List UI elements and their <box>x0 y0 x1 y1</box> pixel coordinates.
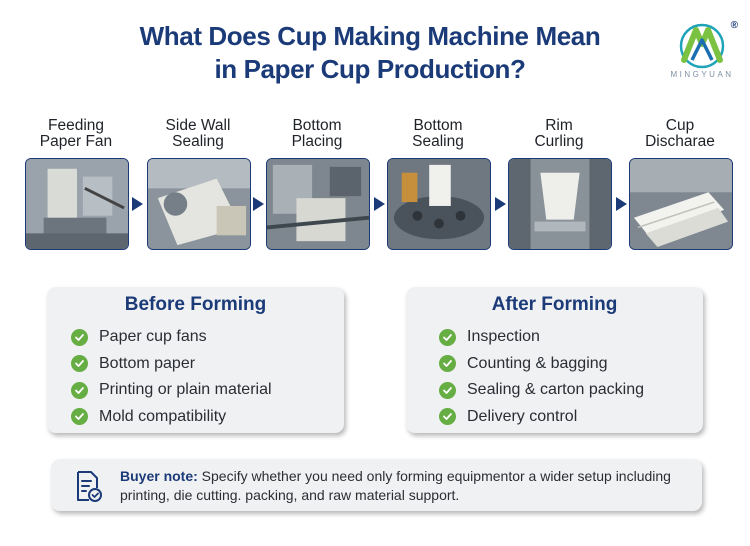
before-forming-list: Paper cup fans Bottom paper Printing or … <box>71 324 272 430</box>
list-item: Paper cup fans <box>71 324 272 351</box>
check-icon <box>71 381 88 399</box>
buyer-note-label: Buyer note: <box>120 468 198 484</box>
arrow-right-icon <box>616 197 627 211</box>
title-line-2: in Paper Cup Production? <box>214 54 526 84</box>
step-label-line: Bottom <box>413 117 463 134</box>
card-title: Before Forming <box>124 294 267 315</box>
before-forming-card: Before Forming Paper cup fans Bottom pap… <box>47 287 344 433</box>
list-item-text: Sealing & carton packing <box>467 381 644 399</box>
check-icon <box>439 355 456 373</box>
step-label-line: Bottom <box>292 117 342 134</box>
list-item: Delivery control <box>439 404 644 431</box>
list-item-text: Inspection <box>467 328 540 346</box>
step-photo-rim-curling <box>508 158 612 250</box>
step-label-line: Sealing <box>172 133 224 150</box>
step-label-side-wall: Side Wall Sealing <box>143 118 253 150</box>
step-label-line: Side Wall <box>165 117 231 134</box>
step-label-feeding: Feeding Paper Fan <box>21 118 131 150</box>
step-photo-feeding <box>25 158 129 250</box>
step-label-bottom-sealing: Bottom Sealing <box>383 118 493 150</box>
step-label-line: Cup <box>665 117 695 134</box>
list-item-text: Printing or plain material <box>99 381 272 399</box>
title-line-1: What Does Cup Making Machine Mean <box>139 21 601 51</box>
list-item: Printing or plain material <box>71 377 272 404</box>
process-steps: Feeding Paper Fan Side Wall Sealing Bott… <box>0 0 750 260</box>
arrow-right-icon <box>374 197 385 211</box>
page-title: What Does Cup Making Machine Mean in Pap… <box>60 20 680 86</box>
check-icon <box>71 355 88 373</box>
brand-name: MINGYUAN <box>670 70 734 79</box>
list-item: Mold compatibility <box>71 404 272 431</box>
buyer-note-text: Buyer note: Specify whether you need onl… <box>120 467 690 504</box>
step-label-line: Feeding <box>47 117 104 134</box>
list-item-text: Paper cup fans <box>99 328 207 346</box>
step-label-bottom-placing: Bottom Placing <box>262 118 372 150</box>
step-label-line: Curling <box>534 133 584 150</box>
step-photo-side-wall <box>147 158 251 250</box>
check-icon <box>439 381 456 399</box>
list-item: Sealing & carton packing <box>439 377 644 404</box>
after-forming-card: After Forming Inspection Counting & bagg… <box>406 287 703 433</box>
step-label-line: Discharae <box>645 133 715 150</box>
step-photo-cup-discharge <box>629 158 733 250</box>
list-item-text: Delivery control <box>467 407 578 425</box>
buyer-note: Buyer note: Specify whether you need onl… <box>51 459 702 511</box>
step-label-rim-curling: Rim Curling <box>504 118 614 150</box>
after-forming-list: Inspection Counting & bagging Sealing & … <box>439 324 644 430</box>
check-icon <box>71 328 88 346</box>
buyer-note-body: Specify whether you need only forming eq… <box>120 468 671 503</box>
step-label-line: Paper Fan <box>39 133 113 150</box>
list-item-text: Counting & bagging <box>467 354 608 372</box>
step-label-line: Placing <box>291 133 343 150</box>
arrow-right-icon <box>253 197 264 211</box>
step-label-line: Rim <box>545 117 573 134</box>
list-item: Counting & bagging <box>439 351 644 378</box>
step-photo-bottom-placing <box>266 158 370 250</box>
list-item-text: Bottom paper <box>99 354 196 372</box>
check-icon <box>439 328 456 346</box>
check-icon <box>71 408 88 426</box>
registered-mark: ® <box>730 20 738 31</box>
step-photo-bottom-sealing <box>387 158 491 250</box>
mingyuan-logo-icon <box>679 23 725 69</box>
document-check-icon <box>77 471 102 502</box>
card-title: After Forming <box>491 294 618 315</box>
step-label-line: Sealing <box>412 133 464 150</box>
list-item: Bottom paper <box>71 351 272 378</box>
brand-logo: ® MINGYUAN <box>662 20 742 82</box>
arrow-right-icon <box>495 197 506 211</box>
arrow-right-icon <box>132 197 143 211</box>
list-item-text: Mold compatibility <box>99 407 227 425</box>
step-label-cup-discharge: Cup Discharae <box>625 118 735 150</box>
check-icon <box>439 408 456 426</box>
list-item: Inspection <box>439 324 644 351</box>
